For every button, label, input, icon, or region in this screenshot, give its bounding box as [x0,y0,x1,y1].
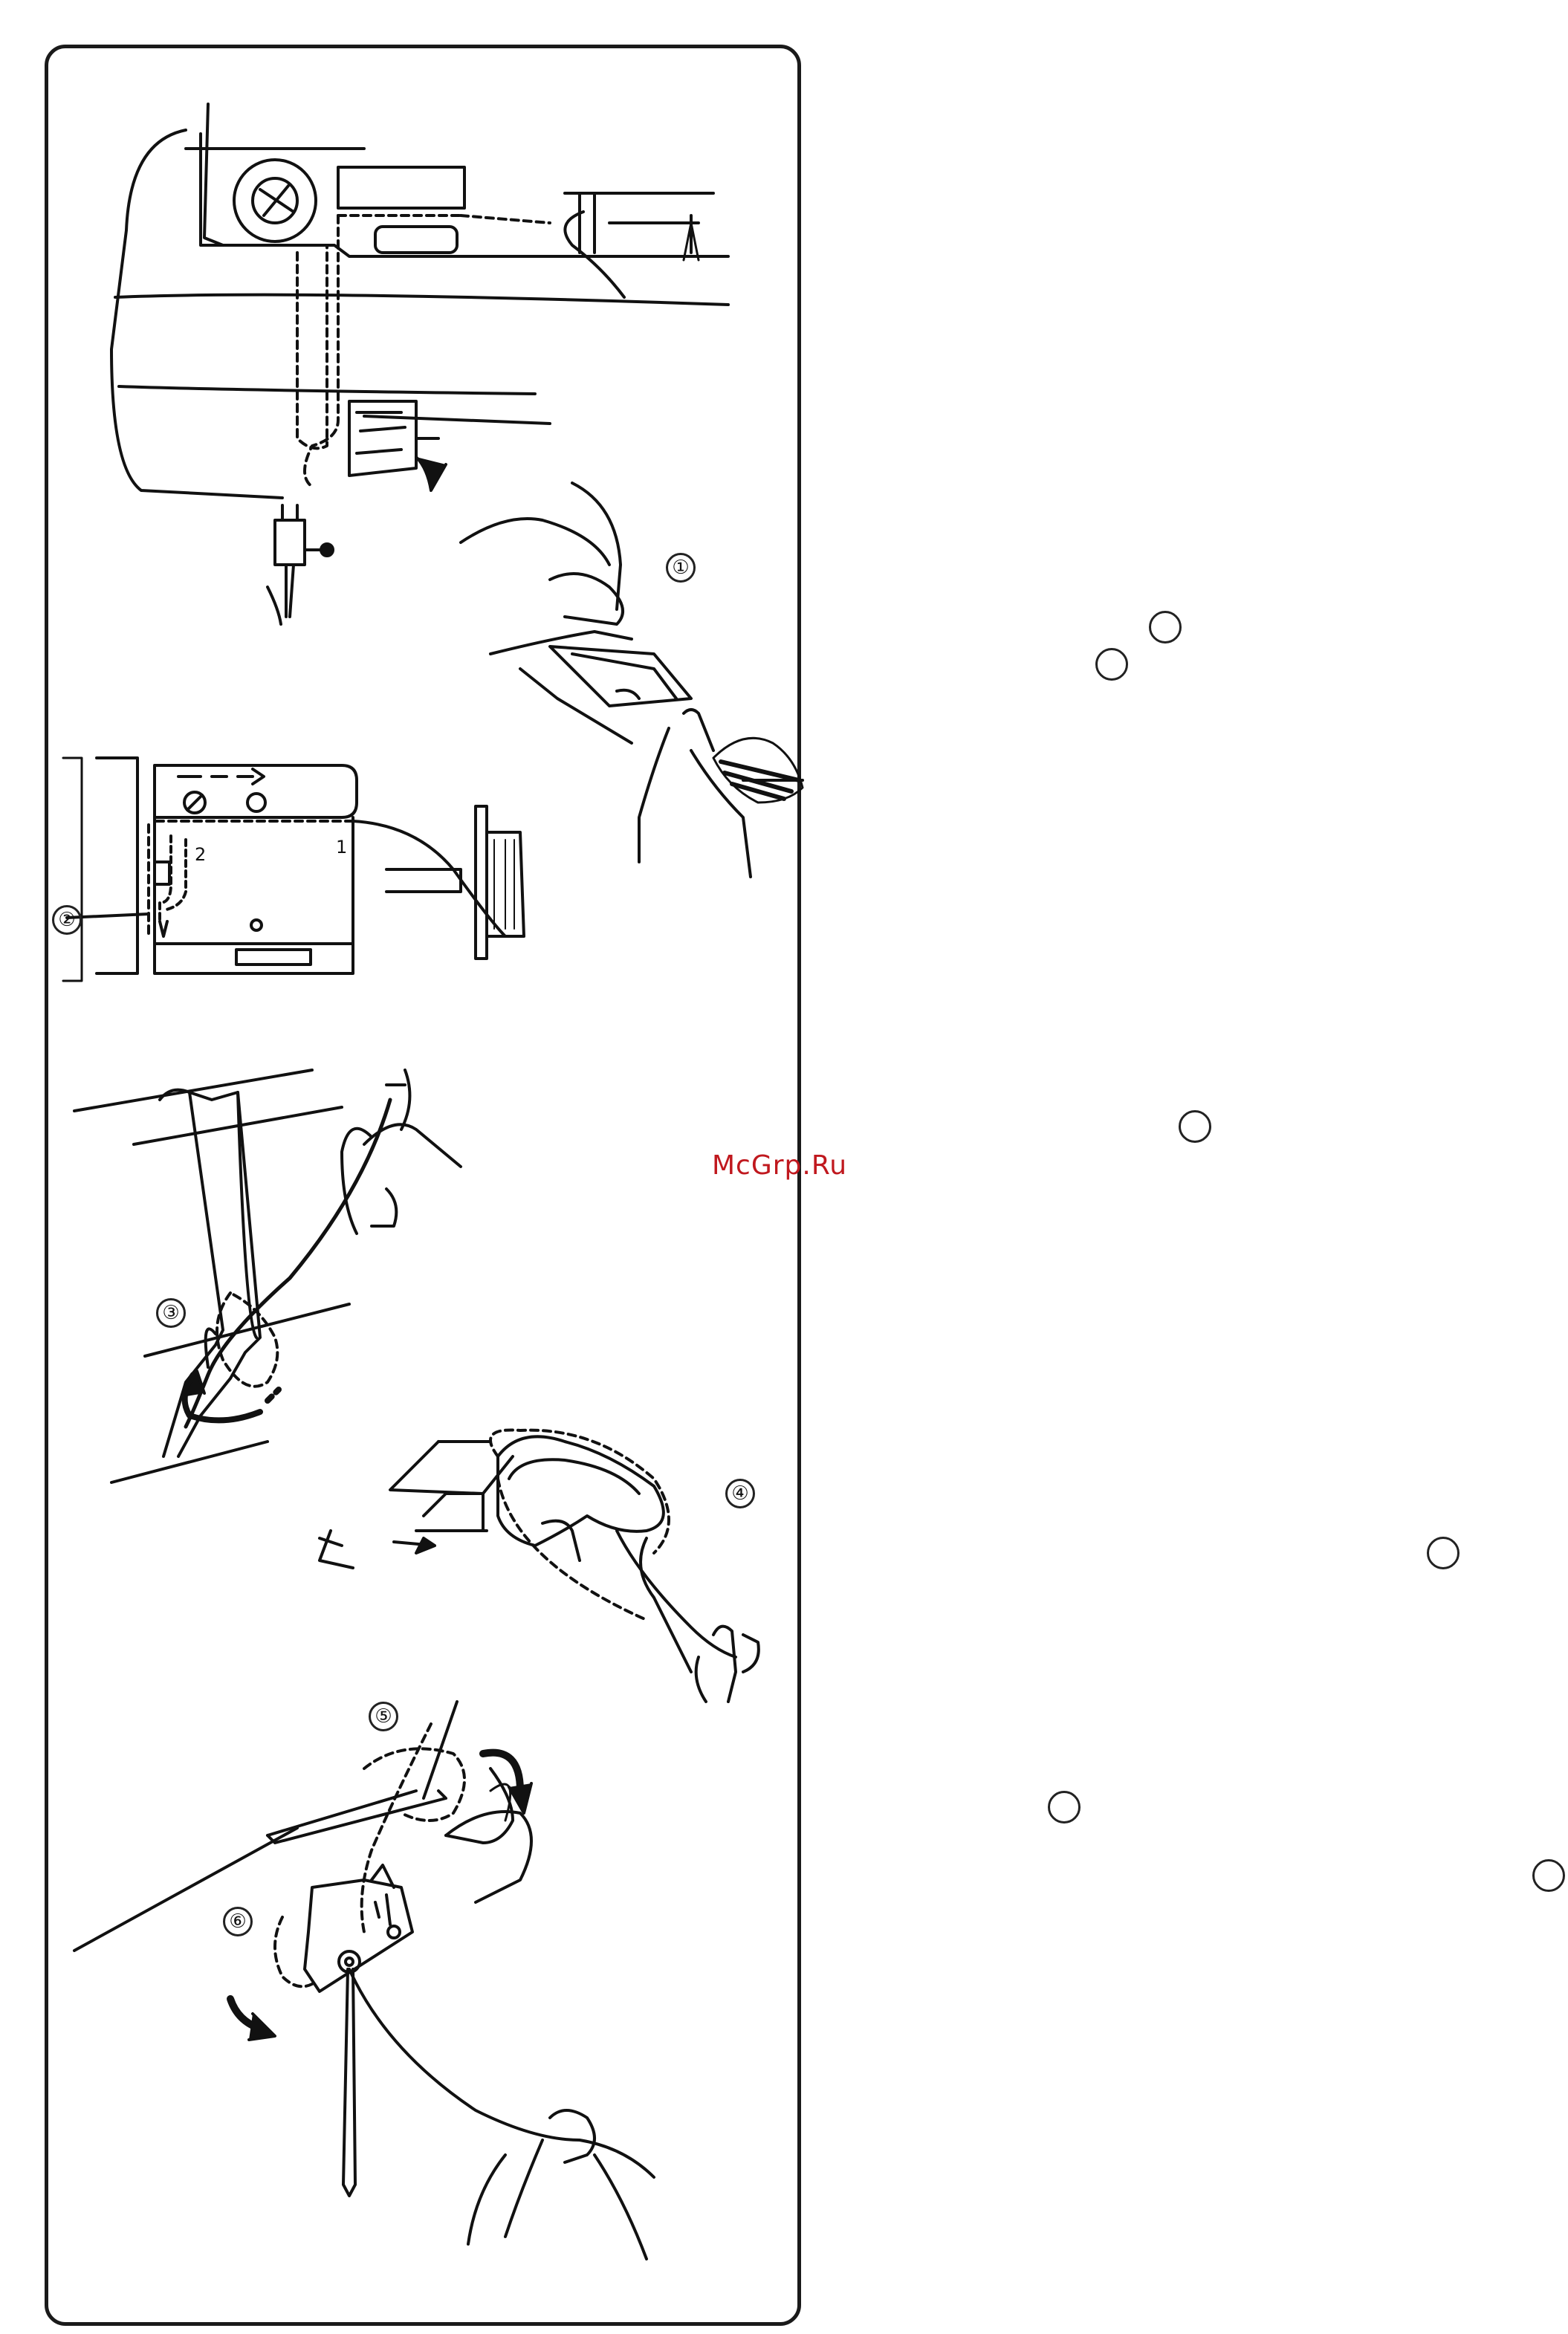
thread-guide-view [320,1430,759,1702]
machine-top-view [111,104,728,624]
threading-diagram [63,758,524,981]
hand-winding-view [461,483,803,877]
diagram-label-2: 2 [195,844,206,865]
marker-2: ② [52,905,82,935]
diagram-label-1: 1 [336,837,347,858]
marker-4: ④ [725,1479,755,1508]
reference-circle-4 [1427,1537,1460,1569]
reference-circle-5 [1048,1791,1081,1824]
marker-3: ③ [156,1298,186,1328]
reference-circle-3 [1179,1110,1211,1143]
needle-threading-view [74,1702,654,2259]
reference-circle-6 [1532,1859,1565,1892]
marker-5: ⑤ [369,1702,398,1731]
marker-6: ⑥ [223,1907,253,1936]
reference-circle-1 [1149,611,1182,644]
reference-circle-2 [1095,648,1128,681]
watermark-text: McGrp.Ru [712,1150,847,1181]
take-up-lever-view [74,1070,461,1482]
marker-1: ① [666,553,696,583]
